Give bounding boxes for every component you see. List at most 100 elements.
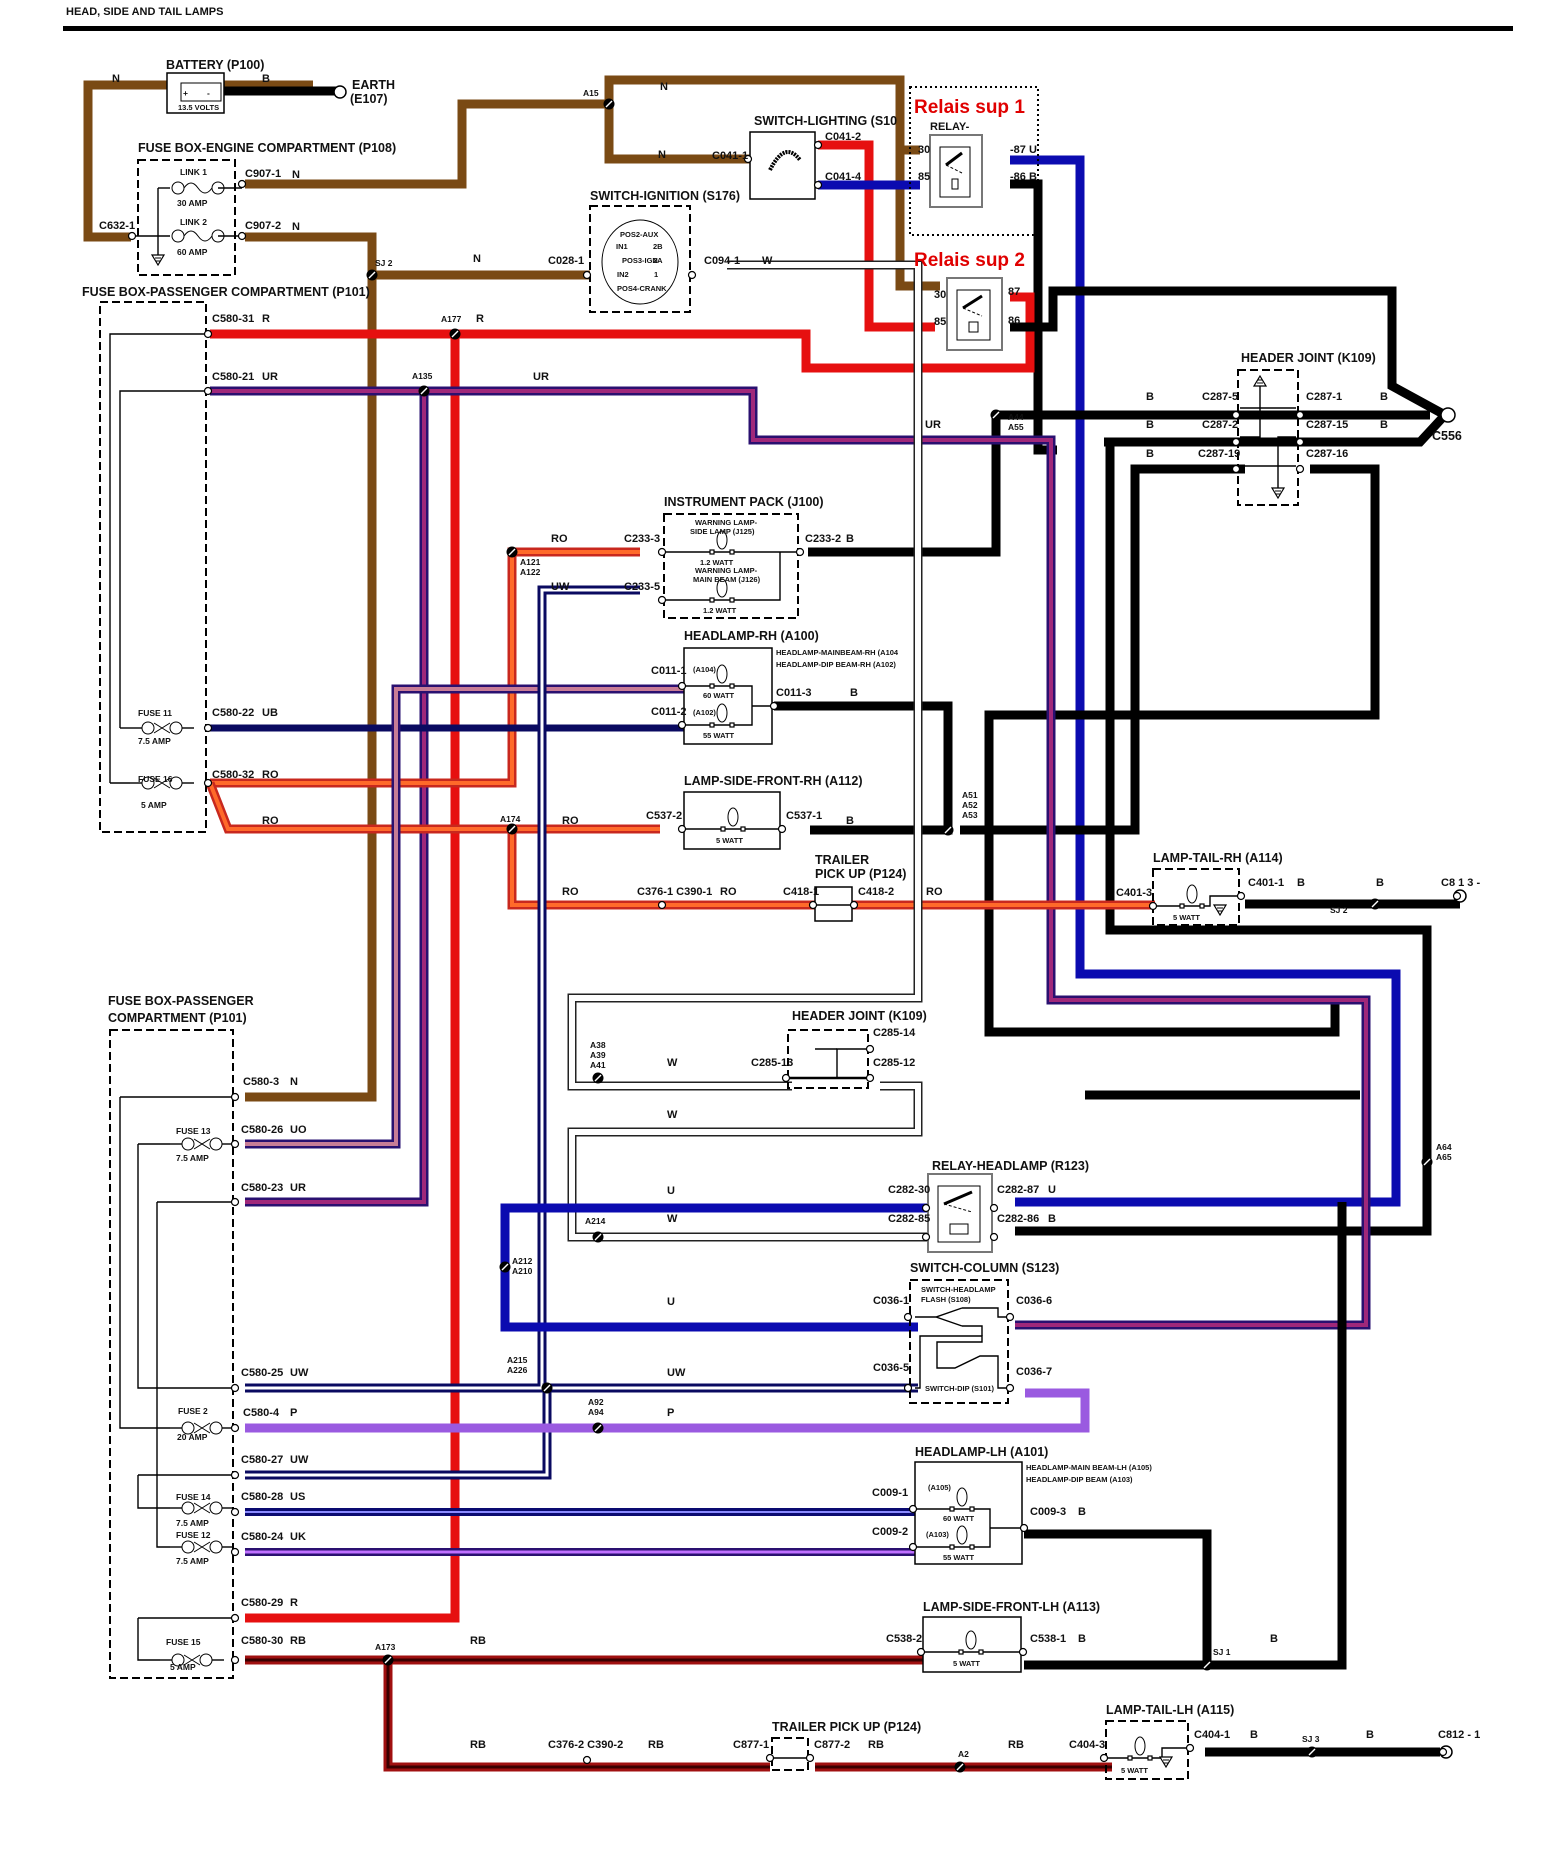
connector-c8-1-3-: C8 1 3 - [1441,877,1480,889]
connector-pin-c8-1-3- [1452,891,1462,901]
wire-color-b: B [1376,877,1384,889]
earth-id: (E107) [350,92,388,106]
connector-pin-c282-86 [989,1232,999,1242]
wire-stroke [1024,1202,1347,1670]
splice-mark [594,1233,602,1241]
c556-label: C556 [1432,429,1462,443]
connector-pin-c418-2 [849,900,859,910]
wire-color-ro: RO [720,886,737,898]
connector-pin-c580-25 [230,1383,240,1393]
fuse-11-icon [130,721,194,735]
wire-color-b: B [1078,1633,1086,1645]
splice-mark [543,1384,551,1392]
connector-c580-32: C580-32 [212,769,254,781]
connector-pin-c009-3 [1019,1523,1029,1533]
connector-c580-31: C580-31 [212,313,254,325]
relay-coil [968,321,979,333]
wire-color-n: N [290,1076,298,1088]
wire-color-n: N [473,253,481,265]
fuse-end [209,1540,223,1554]
wire-color-b: B [1297,877,1305,889]
connector-c907-2: C907-2 [245,220,281,232]
bulb-pin [978,1649,984,1655]
connector-pin-c418-1 [808,900,818,910]
splice-label-sj-2: SJ 2 [375,258,393,268]
link-2-rating: 60 AMP [177,247,208,257]
bulb-pin [949,1544,955,1550]
fuse-end [169,721,183,735]
wire-color-rb: RB [1008,1739,1024,1751]
fuse-2-rating: 20 AMP [177,1432,208,1442]
ground-hatch [1217,907,1223,912]
hj-bus [1240,408,1261,438]
fuse-element [183,1654,201,1666]
fuse-14-icon [170,1501,234,1515]
connector-c401-3: C401-3 [1116,887,1152,899]
connector-c282-86: C282-86 [997,1213,1039,1225]
fuse-12-label: FUSE 12 [176,1530,211,1540]
connector-pin-c401-1 [1236,891,1246,901]
trailer-pickup-bottom-outline [771,1737,809,1771]
connector-pin-c580-27 [230,1470,240,1480]
link-end [171,181,185,195]
fuse-element [193,1422,211,1434]
wire-stroke [984,464,1380,1037]
wires-layer [83,75,1460,1772]
splice-mark [451,330,459,338]
connector-pin-c287-19 [1231,464,1241,474]
fuse-box-engine-outline [137,159,236,276]
bulb-pin [1147,1755,1153,1761]
wire-w-c285-12 [567,1081,935,1242]
bulb-icon [720,807,746,832]
connector-pin-c580-23 [230,1197,240,1207]
wire-color-ur: UR [262,371,278,383]
wire-color-uw: UW [667,1367,686,1379]
fuse-16-icon [130,776,194,790]
connector-c233-2: C233-2 [805,533,841,545]
connector-pin-c036-6 [1005,1312,1015,1322]
connector-c580-28: C580-28 [241,1491,283,1503]
ign-pos2: POS2-AUX [620,230,658,239]
connector-pin-c287-1 [1295,410,1305,420]
fuse-15-icon [160,1653,224,1667]
connector-pin-c580-3 [230,1092,240,1102]
header-joint-top-outline [1237,369,1299,506]
lamp-tail-lh-rating: 5 WATT [1121,1766,1148,1775]
switch-dip-label: SWITCH-DIP (S101) [925,1384,995,1393]
connector-c877-2: C877-2 [814,1739,850,1751]
wire-color-uw: UW [290,1367,309,1379]
connector-pin-c285-12 [865,1073,875,1083]
connector-c404-3: C404-3 [1069,1739,1105,1751]
relais-sup-1-outline [909,86,1039,236]
a105-rating: 60 WATT [943,1514,975,1523]
fuse-box-pass-top-title: FUSE BOX-PASSENGER COMPARTMENT (P101) [82,285,370,299]
splice-label-a214: A214 [585,1216,606,1226]
relay-contact-alt [962,307,983,317]
fuse-16-rating: 5 AMP [141,800,167,810]
bulb-pin [958,1649,964,1655]
wire-w-c094-1 [567,260,923,1091]
bulb-pin [709,722,715,728]
ip-lamp2-l2: MAIN BEAM (J126) [693,575,761,584]
connector-c285-13: C285-13 [751,1057,793,1069]
bulb-pin [720,826,726,832]
wire-p-c580-4 [245,1388,1090,1433]
warning-lamp-main-icon [709,578,735,603]
fuse-element [193,1541,211,1553]
connector-c287-1: C287-1 [1306,391,1342,403]
connector-c580-4: C580-4 [243,1407,280,1419]
wire-r-c580-31-c580-29 [210,329,460,1623]
wire-color-b: B [846,533,854,545]
relay-sup-2-icon [946,277,1003,351]
lamp-tail-lh-title: LAMP-TAIL-LH (A115) [1106,1703,1234,1717]
connector-pin-c580-24 [230,1547,240,1557]
relay-inner [956,289,991,341]
wire-rb-a173 [383,1660,770,1772]
fuse-box-engine-title: FUSE BOX-ENGINE COMPARTMENT (P108) [138,141,396,155]
headlamp-lh-box [914,1461,1023,1565]
ground-icon [1212,904,1228,917]
splice-label-a135: A135 [412,371,433,381]
